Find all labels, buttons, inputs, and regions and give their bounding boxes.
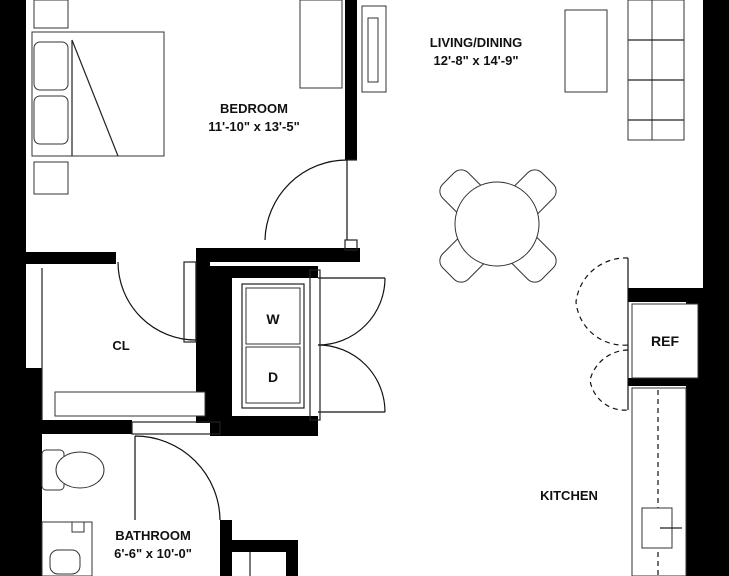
wall-laundry-top bbox=[210, 266, 318, 278]
closet-door-swing bbox=[117, 261, 197, 341]
wall-left-lower bbox=[0, 368, 42, 576]
bathroom-name: BATHROOM bbox=[115, 528, 191, 543]
sofa bbox=[627, 0, 685, 141]
bedroom-name: BEDROOM bbox=[220, 101, 288, 116]
bed bbox=[31, 31, 165, 157]
wall-right-top bbox=[703, 0, 729, 290]
bedroom-door-swing bbox=[264, 159, 348, 241]
living-room-name: LIVING/DINING bbox=[430, 35, 522, 50]
laundry-door-swing-bottom bbox=[317, 344, 386, 413]
washer-label: W bbox=[266, 311, 280, 327]
wall-bath-right-end bbox=[286, 540, 298, 576]
wall-laundry-bottom bbox=[210, 416, 318, 436]
wall-bed-living bbox=[345, 0, 357, 160]
washer bbox=[245, 287, 301, 345]
bathroom-door-swing bbox=[134, 435, 221, 521]
ref-door-swing-top bbox=[575, 257, 629, 346]
refrigerator bbox=[631, 303, 699, 379]
wall-closet-right bbox=[196, 258, 210, 423]
living-room-dims: 12'-8" x 14'-9" bbox=[433, 53, 518, 68]
kitchen-name: KITCHEN bbox=[540, 488, 598, 503]
wall-bed-bottom-left bbox=[26, 252, 116, 264]
closet-shelf bbox=[54, 391, 206, 417]
dining-table bbox=[454, 181, 540, 267]
toilet bbox=[41, 449, 105, 491]
refrigerator-label: REF bbox=[651, 333, 679, 349]
laundry-door-swing-top bbox=[317, 277, 386, 346]
wall-laundry-left bbox=[210, 268, 232, 428]
closet-name: CL bbox=[112, 338, 129, 353]
wall-bath-right-top bbox=[220, 520, 232, 576]
wall-bed-bottom-right bbox=[196, 248, 360, 262]
wall-left-mid bbox=[0, 260, 26, 370]
dining-set bbox=[439, 169, 557, 283]
wall-ref-bottom bbox=[628, 378, 688, 386]
dryer bbox=[245, 346, 301, 404]
doors bbox=[117, 159, 629, 521]
wall-bath-right-bottom bbox=[232, 540, 298, 552]
wall-ref-top bbox=[628, 288, 703, 302]
nightstand-top bbox=[33, 0, 69, 29]
nightstand-bottom bbox=[33, 161, 69, 195]
coffee-table bbox=[564, 9, 608, 93]
dryer-label: D bbox=[268, 369, 278, 385]
wall-bath-top bbox=[42, 420, 132, 434]
wall-left-top bbox=[0, 0, 26, 260]
dresser bbox=[299, 0, 343, 89]
bathroom-dims: 6'-6" x 10'-0" bbox=[114, 546, 192, 561]
bedroom-dims: 11'-10" x 13'-5" bbox=[208, 119, 300, 134]
